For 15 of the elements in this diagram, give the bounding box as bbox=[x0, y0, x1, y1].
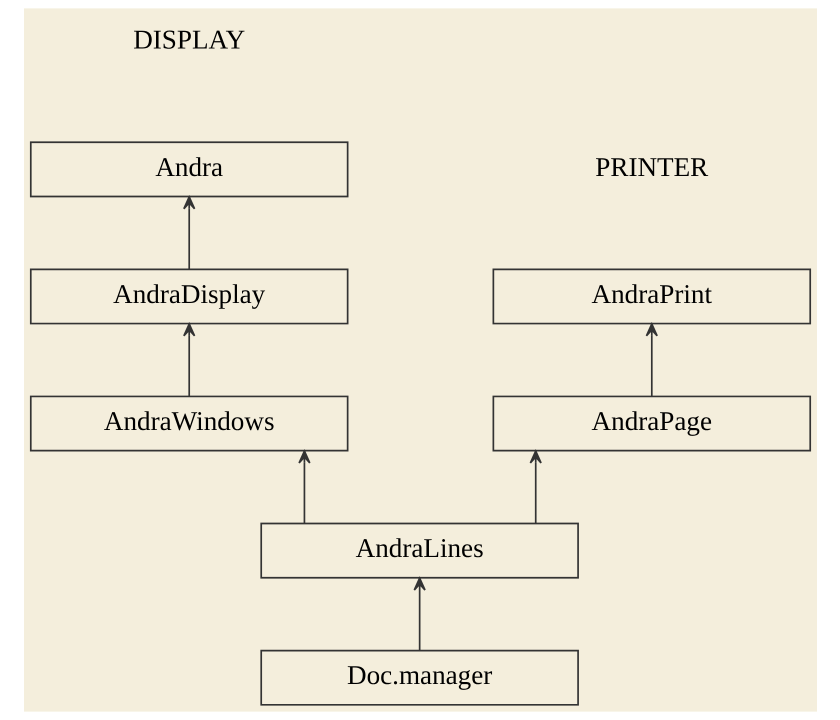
arrow bbox=[412, 577, 426, 650]
node-box: Doc.manager bbox=[260, 650, 578, 706]
arrow bbox=[182, 323, 195, 396]
node-box: AndraPage bbox=[492, 396, 811, 452]
node-box: AndraPrint bbox=[492, 268, 811, 324]
arrow bbox=[645, 323, 658, 396]
arrow bbox=[529, 450, 542, 524]
node-box: Andra bbox=[29, 141, 348, 198]
node-box: AndraDisplay bbox=[29, 268, 348, 324]
node-box: AndraLines bbox=[260, 522, 578, 579]
arrow bbox=[298, 450, 310, 524]
label: PRINTER bbox=[594, 152, 708, 182]
arrow bbox=[182, 196, 195, 269]
node-box: AndraWindows bbox=[29, 396, 348, 452]
label: DISPLAY bbox=[132, 24, 245, 55]
